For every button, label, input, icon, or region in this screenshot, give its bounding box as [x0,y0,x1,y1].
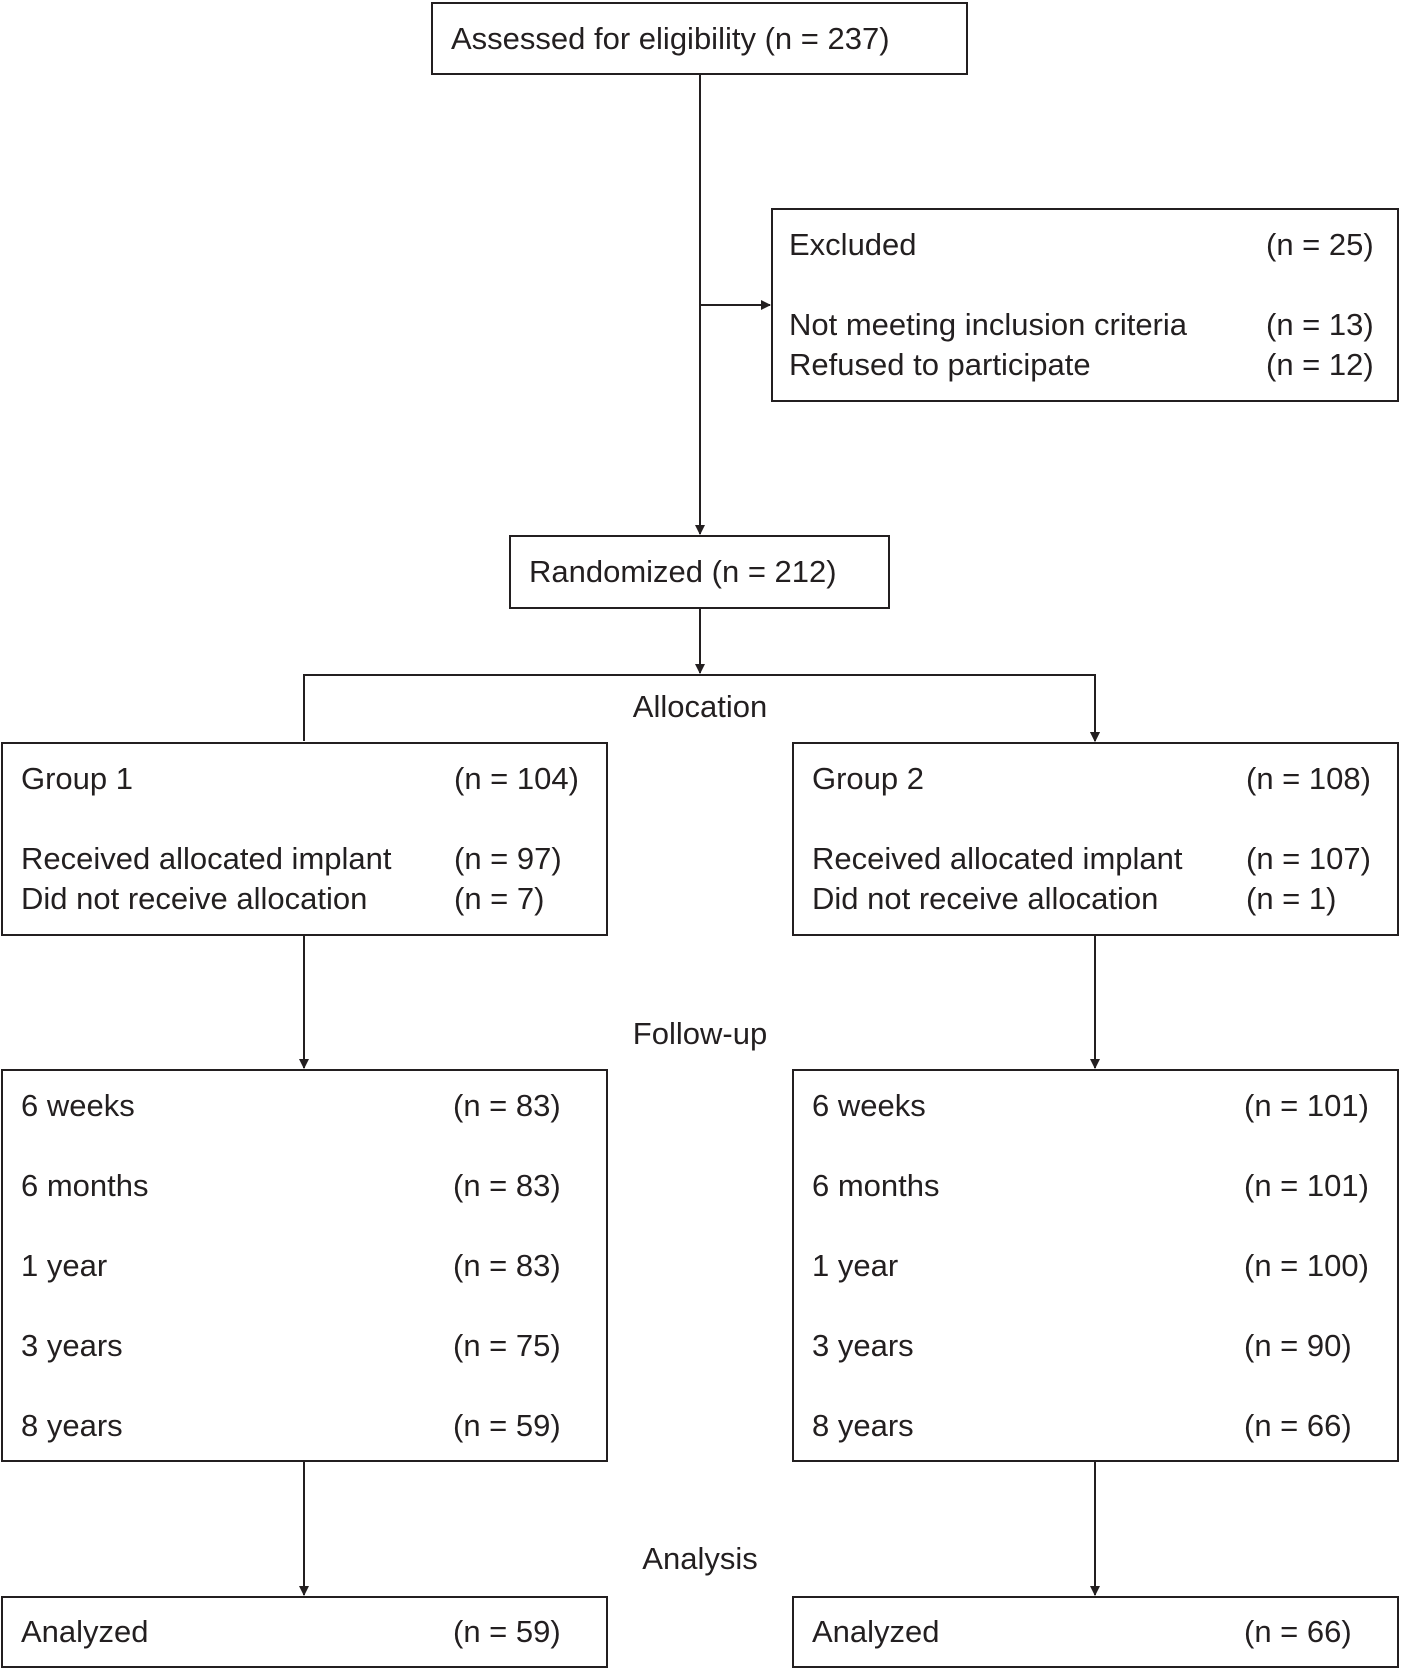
excluded-title-count: (n = 25) [1266,227,1374,262]
excluded-row-count: (n = 13) [1266,307,1374,342]
group2-title: Group 2 [812,761,925,796]
followup-label: 6 weeks [812,1088,926,1123]
followup-count: (n = 59) [453,1408,561,1443]
group1-followup-box: 6 weeks (n = 83) 6 months (n = 83) 1 yea… [1,1069,608,1462]
randomized-box: Randomized (n = 212) [509,535,890,609]
excluded-title: Excluded [789,227,917,262]
followup-label: 8 years [21,1408,123,1443]
group2-analysis-box: Analyzed (n = 66) [792,1596,1399,1668]
followup-count: (n = 100) [1244,1248,1369,1283]
excluded-row-label: Refused to participate [789,347,1091,382]
group1-allocation-box: Group 1 (n = 104) Received allocated imp… [1,742,608,936]
followup-count: (n = 83) [453,1248,561,1283]
group2-row-label: Received allocated implant [812,841,1183,876]
group1-analysis-box: Analyzed (n = 59) [1,1596,608,1668]
group1-row-label: Did not receive allocation [21,881,368,916]
followup-label: 3 years [812,1328,914,1363]
group1-row-count: (n = 97) [454,841,562,876]
group2-title-count: (n = 108) [1246,761,1371,796]
eligibility-box: Assessed for eligibility (n = 237) [431,2,968,75]
followup-count: (n = 90) [1244,1328,1352,1363]
followup-label: 6 months [21,1168,149,1203]
group1-row-label: Received allocated implant [21,841,392,876]
excluded-row-count: (n = 12) [1266,347,1374,382]
followup-count: (n = 101) [1244,1088,1369,1123]
stage-label-followup: Follow-up [632,1016,768,1051]
analysis-label: Analyzed [21,1614,149,1649]
analysis-count: (n = 66) [1244,1614,1352,1649]
stage-label-allocation: Allocation [632,689,768,724]
analysis-label: Analyzed [812,1614,940,1649]
stage-label-analysis: Analysis [642,1541,758,1576]
group2-row-count: (n = 107) [1246,841,1371,876]
followup-count: (n = 75) [453,1328,561,1363]
excluded-box: Excluded (n = 25) Not meeting inclusion … [771,208,1399,402]
randomized-text: Randomized (n = 212) [529,554,837,589]
group2-followup-box: 6 weeks (n = 101) 6 months (n = 101) 1 y… [792,1069,1399,1462]
excluded-row-label: Not meeting inclusion criteria [789,307,1188,342]
group2-allocation-box: Group 2 (n = 108) Received allocated imp… [792,742,1399,936]
followup-label: 8 years [812,1408,914,1443]
group1-row-count: (n = 7) [454,881,545,916]
followup-count: (n = 101) [1244,1168,1369,1203]
followup-count: (n = 66) [1244,1408,1352,1443]
group1-title: Group 1 [21,761,134,796]
group2-row-count: (n = 1) [1246,881,1337,916]
followup-label: 1 year [812,1248,899,1283]
followup-count: (n = 83) [453,1168,561,1203]
followup-label: 6 months [812,1168,940,1203]
followup-label: 3 years [21,1328,123,1363]
group2-row-label: Did not receive allocation [812,881,1159,916]
group1-title-count: (n = 104) [454,761,579,796]
followup-label: 6 weeks [21,1088,135,1123]
followup-label: 1 year [21,1248,108,1283]
eligibility-text: Assessed for eligibility (n = 237) [451,21,890,56]
analysis-count: (n = 59) [453,1614,561,1649]
followup-count: (n = 83) [453,1088,561,1123]
